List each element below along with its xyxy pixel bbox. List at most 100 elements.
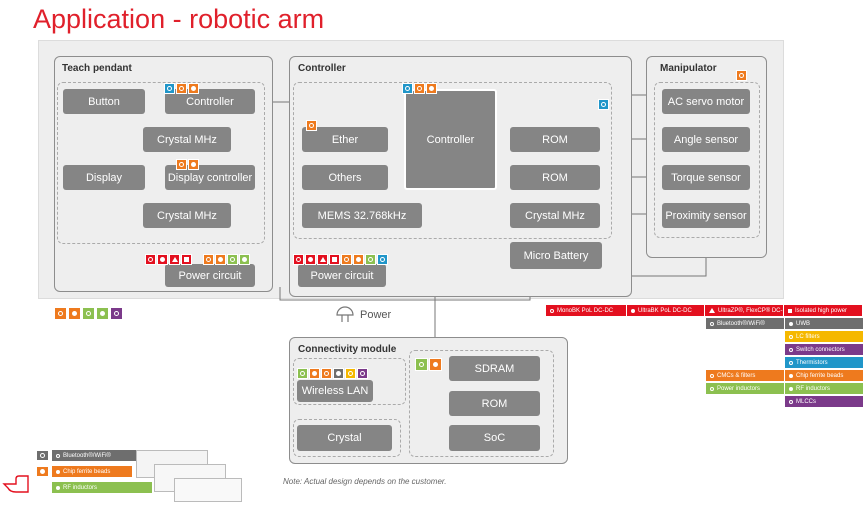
legend-lc-filters: LC filters xyxy=(785,331,863,342)
orange-tag xyxy=(176,83,187,94)
manipulator-tags xyxy=(736,70,747,81)
legend-ultrabk: UltraBK PoL DC-DC xyxy=(627,305,704,316)
orange-tag xyxy=(353,254,364,265)
power-plug-icon xyxy=(336,306,354,322)
legend-monobk: MonoBK PoL DC-DC xyxy=(546,305,626,316)
display-controller-block: Display controller xyxy=(165,165,255,190)
legend-rf-inductors: RF inductors xyxy=(785,383,863,394)
green-tag xyxy=(239,254,250,265)
tp-crystal2-block: Crystal MHz xyxy=(143,203,231,228)
soc-block: SoC xyxy=(449,425,540,451)
purple-tag xyxy=(110,307,123,320)
red-tag xyxy=(329,254,340,265)
servo-line-tag xyxy=(598,99,609,110)
yellow-tag xyxy=(345,368,356,379)
angle-sensor-block: Angle sensor xyxy=(662,127,750,152)
blue-tag xyxy=(598,99,609,110)
red-tag xyxy=(305,254,316,265)
torque-sensor-block: Torque sensor xyxy=(662,165,750,190)
green-tag xyxy=(415,358,428,371)
main-controller-tags xyxy=(402,83,437,94)
others-block: Others xyxy=(302,165,388,190)
orange-tag xyxy=(176,159,187,170)
controller-dashed-area xyxy=(293,82,612,239)
crystal-dashed-area xyxy=(293,419,401,457)
mems-block: MEMS 32.768kHz xyxy=(302,203,422,228)
orange-tag xyxy=(414,83,425,94)
legend-bluetooth: Bluetooth®/WiFi® xyxy=(706,318,784,329)
red-tag xyxy=(181,254,192,265)
legend-cmcs: CMCs & filters xyxy=(706,370,784,381)
red-tag xyxy=(317,254,328,265)
connectivity-title: Connectivity module xyxy=(298,344,397,355)
green-tag xyxy=(82,307,95,320)
orange-tag xyxy=(306,120,317,131)
orange-tag xyxy=(188,159,199,170)
orange-tag xyxy=(309,368,320,379)
ether-tags xyxy=(306,120,317,131)
green-tag xyxy=(96,307,109,320)
orange-tag xyxy=(736,70,747,81)
inset-rf-inductors: RF inductors xyxy=(52,482,152,493)
orange-tag xyxy=(215,254,226,265)
orange-tag xyxy=(54,307,67,320)
legend-mlccs: MLCCs xyxy=(785,396,863,407)
sdram-block: SDRAM xyxy=(449,356,540,381)
button-block: Button xyxy=(63,89,145,114)
red-tag xyxy=(293,254,304,265)
legend-uwb: UWB xyxy=(785,318,863,329)
legend-ultrazp: UltraZP®, FlexCP® DC-DC xyxy=(705,305,791,316)
red-tag xyxy=(157,254,168,265)
hand-pointer-icon xyxy=(2,475,29,493)
orange-tag xyxy=(426,83,437,94)
green-tag xyxy=(365,254,376,265)
tp-power-tags-2 xyxy=(203,254,250,265)
ctrl-power-tags xyxy=(293,254,388,265)
inset-illustration: Bluetooth®/WiFi® Chip ferrite beads RF i… xyxy=(2,450,242,505)
legend-isolated: Isolated high power xyxy=(784,305,862,316)
design-note: Note: Actual design depends on the custo… xyxy=(283,477,447,486)
orange-tag xyxy=(341,254,352,265)
rom2-block: ROM xyxy=(510,165,600,190)
ac-servo-block: AC servo motor xyxy=(662,89,750,114)
teach-pendant-title: Teach pendant xyxy=(62,63,132,74)
main-controller-block: Controller xyxy=(404,89,497,190)
manipulator-title: Manipulator xyxy=(660,63,717,74)
wireless-tags xyxy=(297,368,368,379)
conn-crystal-block: Crystal xyxy=(297,425,392,451)
controller-panel-title: Controller xyxy=(298,63,346,74)
legend-switch-connectors: Switch connectors xyxy=(785,344,863,355)
orange-tag xyxy=(188,83,199,94)
manipulator-dashed-area xyxy=(654,82,760,238)
tp-crystal1-block: Crystal MHz xyxy=(143,127,231,152)
blue-tag xyxy=(164,83,175,94)
legend: MonoBK PoL DC-DC UltraBK PoL DC-DC Ultra… xyxy=(546,305,863,316)
memory-tags xyxy=(415,358,442,371)
legend-power-inductors: Power inductors xyxy=(706,383,784,394)
tp-controller-tags xyxy=(164,83,199,94)
wireless-dashed-area xyxy=(293,358,406,405)
display-block: Display xyxy=(63,165,145,190)
green-tag xyxy=(227,254,238,265)
gray-tag xyxy=(333,368,344,379)
red-tag xyxy=(145,254,156,265)
wireless-lan-block: Wireless LAN xyxy=(297,380,373,402)
orange-tag xyxy=(203,254,214,265)
memory-dashed-area xyxy=(409,350,554,457)
power-label: Power xyxy=(360,309,392,321)
red-tag xyxy=(169,254,180,265)
display-controller-tags xyxy=(176,159,199,170)
blue-tag xyxy=(377,254,388,265)
micro-battery-block: Micro Battery xyxy=(510,242,602,269)
ether-block: Ether xyxy=(302,127,388,152)
orange-tag xyxy=(36,466,49,477)
page-title: Application - robotic arm xyxy=(33,4,325,34)
orange-tag xyxy=(429,358,442,371)
blue-tag xyxy=(402,83,413,94)
ctrl-power-circuit-block: Power circuit xyxy=(298,264,386,287)
conn-rom-block: ROM xyxy=(449,391,540,416)
orange-tag xyxy=(68,307,81,320)
inset-chip-ferrite: Chip ferrite beads xyxy=(52,466,132,477)
gray-tag xyxy=(36,450,49,461)
legend-thermistors: Thermistors xyxy=(785,357,863,368)
